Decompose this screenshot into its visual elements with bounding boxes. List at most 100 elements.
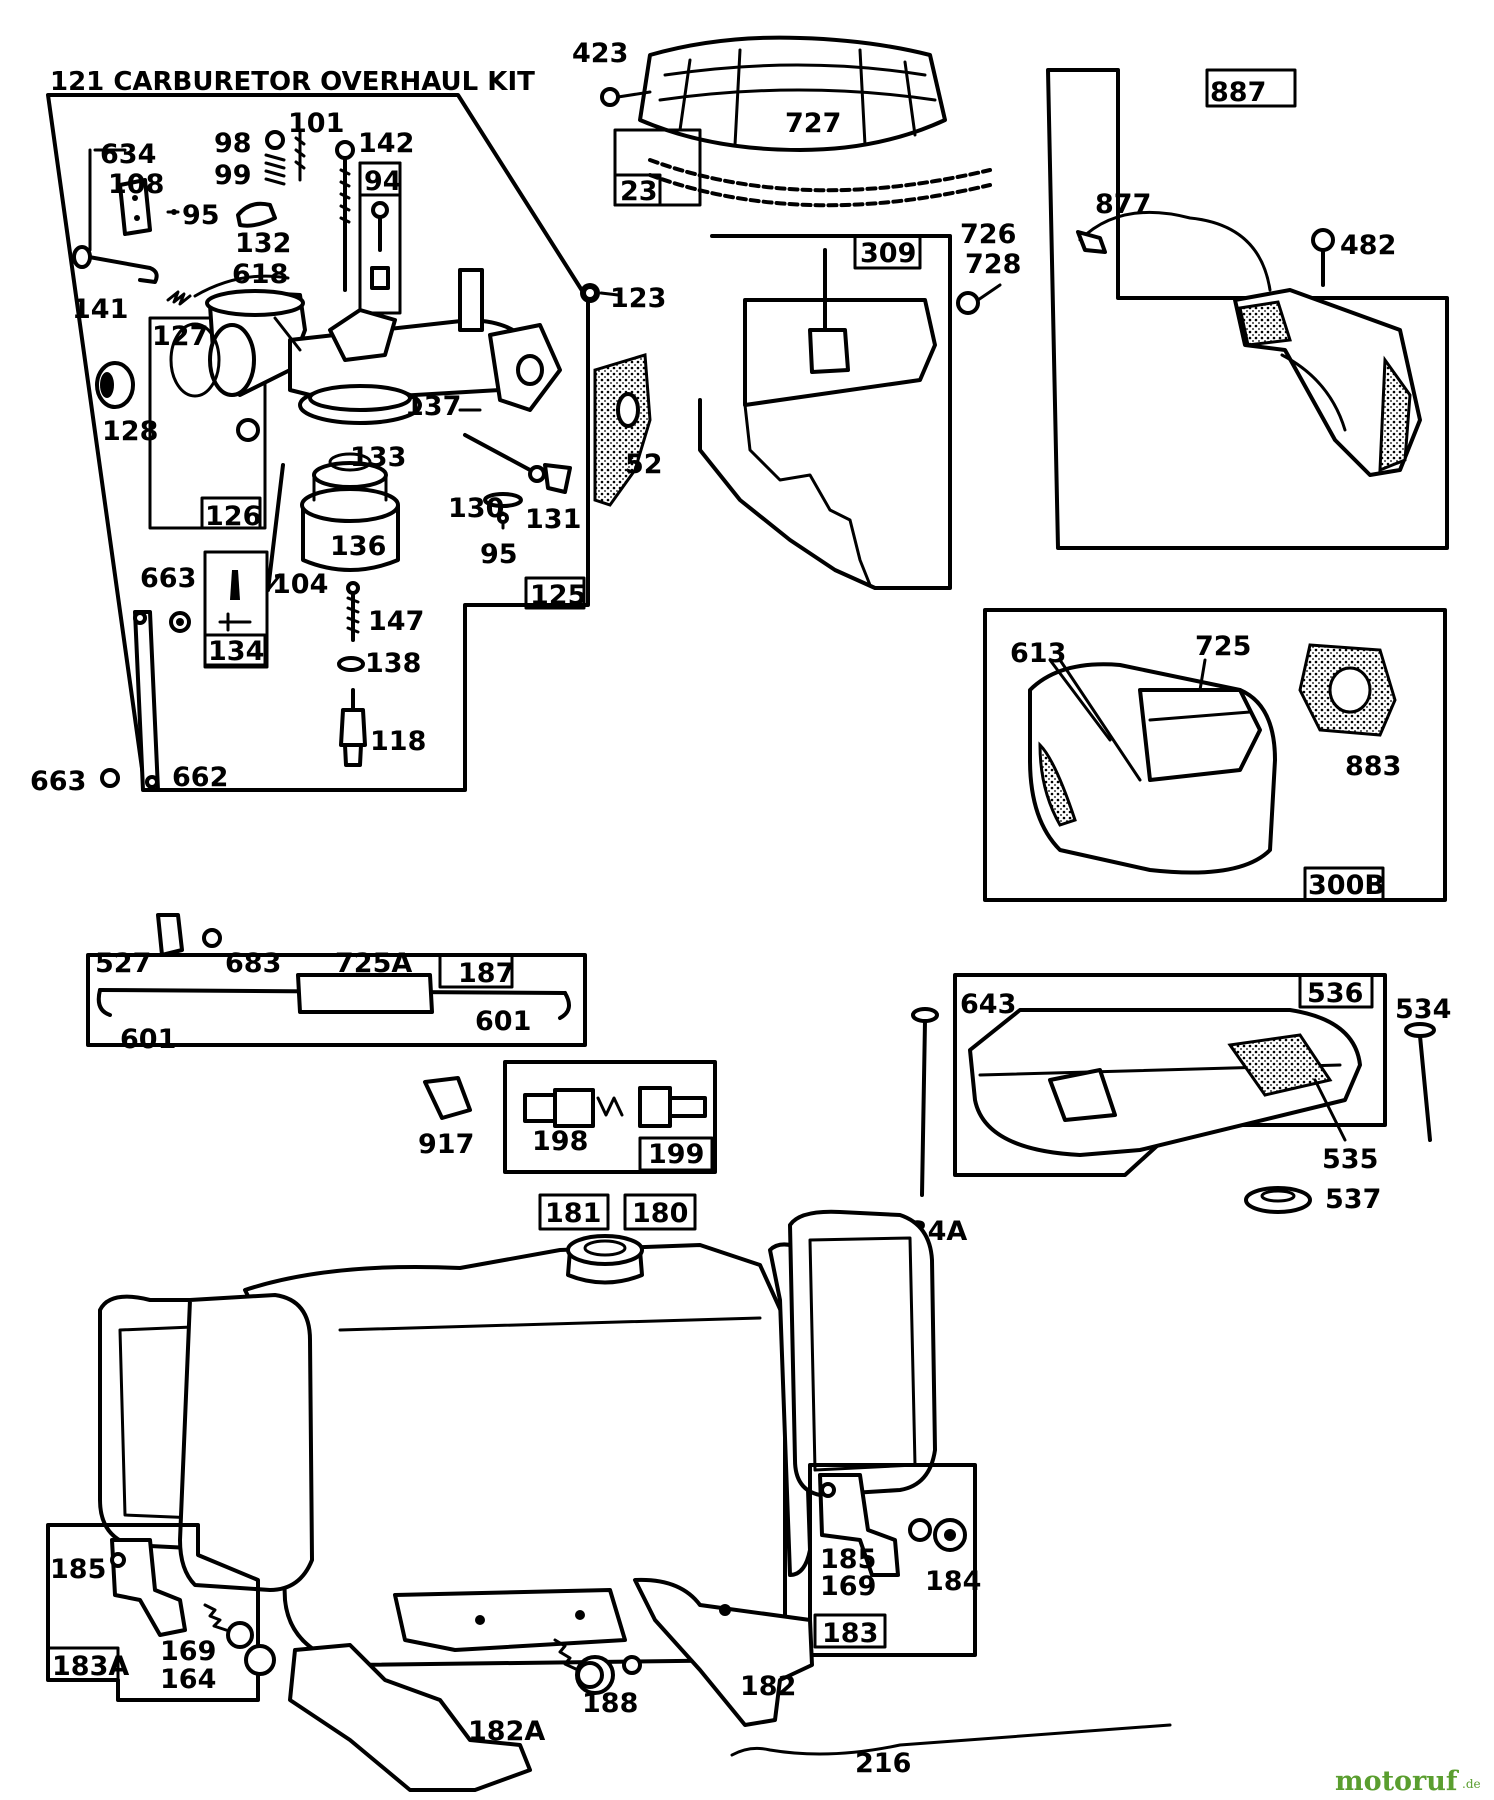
strap-left-inner-drawing: [178, 1293, 314, 1592]
spring-618-drawing: [166, 290, 192, 306]
seal-128-drawing: [95, 361, 135, 409]
ignition-group: 887 877 482: [1046, 68, 1449, 550]
washer-138-drawing: [337, 656, 365, 672]
callout-99: 99: [214, 160, 252, 191]
callout-725: 725: [1195, 631, 1251, 662]
bracket-185-left-drawing: [110, 1538, 187, 1637]
flywheel-group: 423 727 23 726 309 728: [572, 35, 1021, 590]
callout-147: 147: [368, 606, 424, 637]
leader-613: [1048, 658, 1142, 782]
screw-423-drawing: [600, 87, 652, 107]
callout-917: 917: [418, 1129, 474, 1160]
box-187-label-frame: [438, 953, 514, 989]
wire-216-drawing: [730, 1723, 1172, 1757]
callout-883: 883: [1345, 751, 1401, 782]
callout-877: 877: [1095, 189, 1151, 220]
callout-134: 134: [208, 636, 264, 667]
watermark: motoruf .de: [1335, 1766, 1481, 1797]
box-300b-outline: [983, 608, 1447, 902]
carburetor-kit-title: 121 CARBURETOR OVERHAUL KIT: [50, 67, 535, 97]
callout-300b: 300B: [1308, 870, 1385, 901]
callout-726: 726: [960, 219, 1016, 250]
ring-gear-726-drawing: [648, 158, 992, 193]
needle-134-drawing: [218, 570, 252, 632]
callout-127: 127: [152, 321, 208, 352]
screw-482-drawing: [1311, 228, 1335, 287]
leader-104: [266, 573, 282, 592]
callout-535: 535: [1322, 1144, 1378, 1175]
screw-534a-drawing: [911, 1007, 939, 1197]
callout-95-b: 95: [480, 539, 518, 570]
screw-94-drawing: [370, 201, 390, 290]
box-94-label-frame: [358, 161, 402, 197]
callout-108: 108: [108, 169, 164, 200]
watermark-brand: motoruf: [1335, 1766, 1460, 1797]
box-181-label-frame: [538, 1193, 610, 1231]
callout-133: 133: [350, 442, 406, 473]
fuel-tank-group: 181 180 185 183A 169 164 182A 188 182 18…: [46, 1193, 1172, 1792]
gasket-883-drawing: [1298, 643, 1397, 737]
needle-104-drawing: [266, 463, 285, 592]
sleeve-725a-drawing: [296, 973, 434, 1014]
plate-108-drawing: [118, 178, 152, 236]
callout-534: 534: [1395, 994, 1451, 1025]
callout-663-b: 663: [30, 766, 86, 797]
screw-98-spring-99-drawing: [264, 128, 306, 186]
choke-shaft-141-drawing: [76, 253, 159, 284]
callout-183: 183: [822, 1618, 878, 1649]
callout-185-a: 185: [50, 1554, 106, 1585]
callout-101: 101: [288, 108, 344, 139]
callout-185-b: 185: [820, 1544, 876, 1575]
gasket-127-drawing: [169, 322, 221, 398]
callout-618: 618: [232, 259, 288, 290]
box-134-label-frame: [203, 633, 267, 667]
link-662-drawing: [133, 610, 160, 792]
leader-634: [88, 148, 127, 252]
callout-536: 536: [1307, 978, 1363, 1009]
watermark-suffix: .de: [1462, 1777, 1481, 1791]
callout-128: 128: [102, 416, 158, 447]
callout-527: 527: [95, 948, 151, 979]
throttle-shaft-131-drawing: [463, 433, 572, 494]
box-199-label-frame: [638, 1136, 714, 1172]
callout-183a: 183A: [52, 1651, 129, 1682]
screw-169-184-right-drawing: [908, 1518, 967, 1552]
box-183-label-frame: [813, 1613, 887, 1649]
lever-132-drawing: [236, 201, 277, 228]
strap-right-outer-drawing: [788, 1209, 937, 1497]
box-126-label-frame: [200, 496, 262, 530]
callout-118: 118: [370, 726, 426, 757]
air-cleaner-group: 643 536 534 535 537 534A: [890, 973, 1451, 1247]
screw-534-drawing: [1404, 1022, 1436, 1142]
callout-683: 683: [225, 948, 281, 979]
leader-535: [1313, 1078, 1347, 1142]
callout-130: 130: [448, 493, 504, 524]
box-187-outline: [86, 953, 587, 1047]
carburetor-body-drawing: [205, 268, 562, 442]
screw-142-drawing: [335, 140, 355, 292]
callout-94: 94: [364, 166, 402, 197]
box-887-label-frame: [1205, 68, 1297, 108]
box-125-label-frame: [524, 576, 586, 610]
bracket-182-drawing: [633, 1577, 814, 1727]
callout-188: 188: [582, 1688, 638, 1719]
callout-216: 216: [855, 1748, 911, 1779]
callout-199: 199: [648, 1139, 704, 1170]
callout-537: 537: [1325, 1184, 1381, 1215]
carburetor-kit-group: 121 CARBURETOR OVERHAUL KIT: [30, 67, 666, 797]
muffler-group: 613 725 883 300B: [983, 608, 1447, 902]
callout-169-b: 169: [820, 1571, 876, 1602]
clamp-917-drawing: [423, 1076, 472, 1120]
callout-138: 138: [365, 648, 421, 679]
fuel-fitting-198-drawing: [523, 1086, 707, 1128]
callout-198: 198: [532, 1126, 588, 1157]
callout-180: 180: [632, 1198, 688, 1229]
box-887-outline: [1046, 68, 1449, 550]
nozzle-118-drawing: [339, 688, 367, 767]
box-134-outline: [203, 550, 269, 669]
callout-601-b: 601: [475, 1006, 531, 1037]
fitting-123-drawing: [580, 283, 620, 303]
screw-147-drawing: [346, 581, 360, 642]
